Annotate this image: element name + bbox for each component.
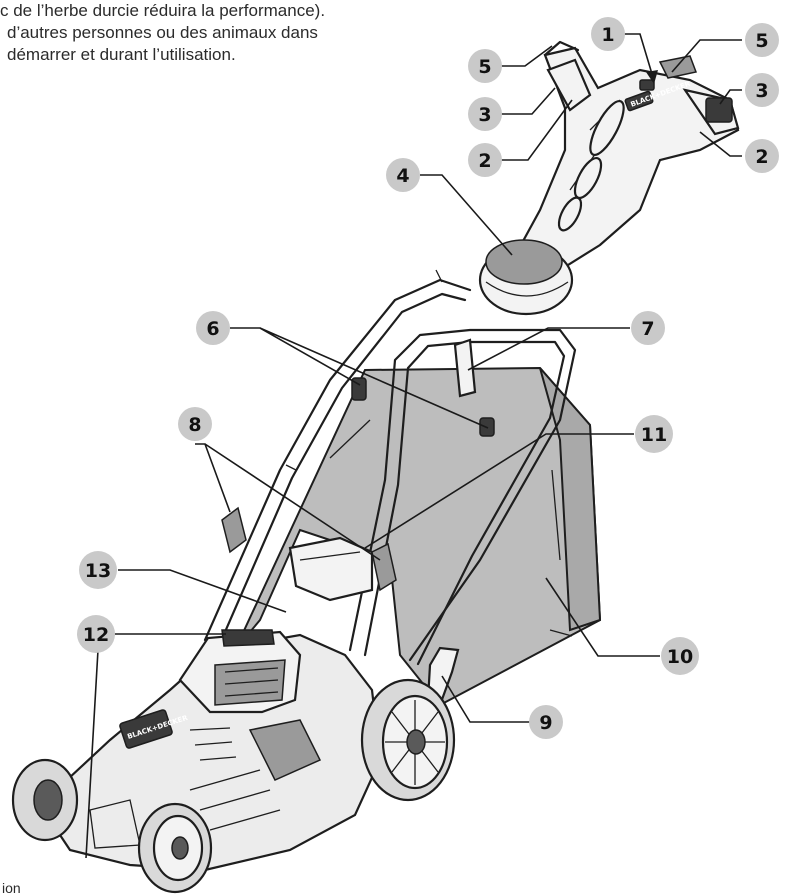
callout-9: 9 <box>529 705 563 739</box>
bottom-text-fragment: ion <box>2 880 21 895</box>
svg-text:2: 2 <box>755 146 768 168</box>
text-line-2: d’autres personnes ou des animaux dans <box>7 23 318 42</box>
svg-text:1: 1 <box>601 24 614 46</box>
svg-text:4: 4 <box>396 165 409 187</box>
callouts: 1 2 2 3 3 4 5 5 6 7 8 9 10 11 12 13 <box>77 17 779 739</box>
callout-5-left: 5 <box>468 49 502 83</box>
lower-handle <box>203 269 577 666</box>
leader-2-right <box>699 131 742 157</box>
svg-text:3: 3 <box>755 80 768 102</box>
leader-5-right <box>671 39 742 73</box>
callout-2-right: 2 <box>745 139 779 173</box>
leader-10 <box>545 577 660 657</box>
callout-11: 11 <box>635 415 673 453</box>
leader-3-right <box>719 89 742 105</box>
leader-2-left <box>500 99 573 161</box>
mower-body: BLACK+DECKER <box>38 629 382 872</box>
page-text: c de l’herbe durcie réduira la performan… <box>0 0 420 66</box>
callout-1: 1 <box>591 17 625 51</box>
leader-9 <box>441 675 530 723</box>
svg-text:12: 12 <box>83 624 109 646</box>
svg-text:8: 8 <box>188 414 201 436</box>
leader-1 <box>624 33 653 75</box>
callout-2-left: 2 <box>468 143 502 177</box>
leader-8 <box>195 443 381 561</box>
svg-text:5: 5 <box>478 56 491 78</box>
upper-handle: BLACK+DECKER <box>508 40 740 272</box>
callout-10: 10 <box>661 637 699 675</box>
text-line-3: démarrer et durant l’utilisation. <box>7 45 236 64</box>
handle-clamps <box>221 338 495 592</box>
leader-12 <box>85 633 226 859</box>
callout-4: 4 <box>386 158 420 192</box>
handle-knob <box>478 239 574 316</box>
leader-7 <box>467 327 630 371</box>
fill-indicator <box>288 536 374 602</box>
svg-text:10: 10 <box>667 646 693 668</box>
leader-4 <box>420 174 513 256</box>
leader-3-left <box>500 87 556 115</box>
svg-text:7: 7 <box>641 318 654 340</box>
leader-5-left <box>500 45 553 67</box>
callout-13: 13 <box>79 551 117 589</box>
svg-text:11: 11 <box>641 424 667 446</box>
callout-12: 12 <box>77 615 115 653</box>
callout-6: 6 <box>196 311 230 345</box>
leader-11 <box>364 433 634 549</box>
arrow-1 <box>646 70 658 84</box>
svg-text:2: 2 <box>478 150 491 172</box>
callout-8: 8 <box>178 407 212 441</box>
callout-7: 7 <box>631 311 665 345</box>
leader-6 <box>230 327 489 429</box>
wheels <box>11 678 456 894</box>
callout-3-right: 3 <box>745 73 779 107</box>
leader-lines <box>85 33 742 859</box>
callout-5-right: 5 <box>745 23 779 57</box>
leader-13 <box>118 569 287 613</box>
svg-text:13: 13 <box>85 560 111 582</box>
svg-text:5: 5 <box>755 30 768 52</box>
svg-text:3: 3 <box>478 104 491 126</box>
svg-text:6: 6 <box>206 318 219 340</box>
svg-text:9: 9 <box>539 712 552 734</box>
callout-3-left: 3 <box>468 97 502 131</box>
text-line-1: c de l’herbe durcie réduira la performan… <box>0 1 326 20</box>
